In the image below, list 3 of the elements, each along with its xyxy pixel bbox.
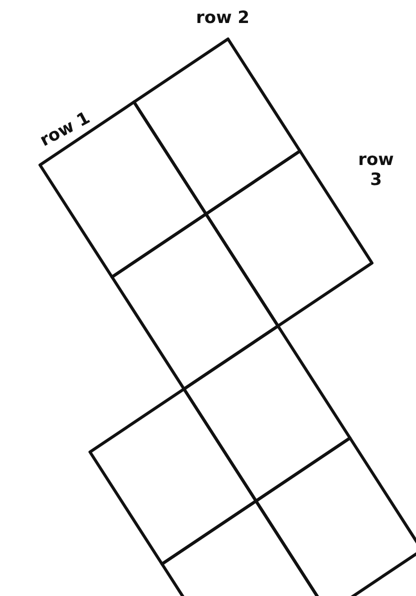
row-label: row 3 [357, 150, 395, 190]
row-label: row 2 [196, 8, 251, 28]
row-label: row 1 [36, 107, 94, 151]
